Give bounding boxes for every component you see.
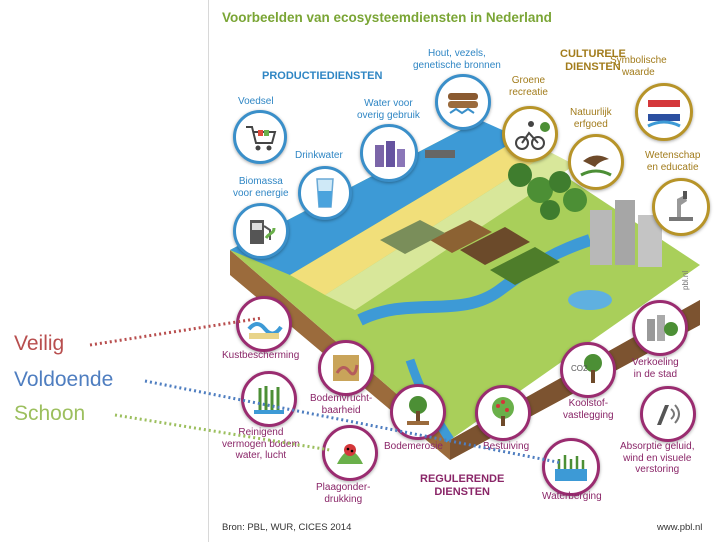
co2-text: CO2 [571,364,588,373]
label-water-gebruik: Water voor overig gebruik [357,98,420,121]
header-regulating: REGULERENDE DIENSTEN [420,473,505,498]
label-bestuiving: Bestuiving [483,441,530,452]
veilig-connector [89,316,263,347]
label-kust: Kustbescherming [222,350,300,361]
fuel-pump-icon [233,203,289,259]
sea-surface [230,120,520,275]
tree [540,200,560,220]
watermark: pbl.nl [681,271,690,290]
label-drinkwater: Drinkwater [295,150,343,161]
overlay-veilig: Veilig [14,332,65,355]
shopping-cart-icon [233,110,287,164]
header-production: PRODUCTIEDIENSTEN [262,70,383,82]
label-plaag: Plaagonder- drukking [316,482,371,505]
tree [508,163,532,187]
page-divider [208,0,209,542]
label-bodemvrucht: Bodemvrucht- baarheid [310,393,373,416]
cyclist-icon [502,106,558,162]
tree [549,171,571,193]
field-brown [460,227,530,265]
dutch-flag-icon [635,83,693,141]
field-green [490,247,560,285]
apple-tree-icon [475,385,531,441]
logs-icon [435,74,491,130]
label-waterberging: Waterberging [542,491,602,502]
schoon-connector [114,413,331,452]
pond [568,290,612,310]
ladybug-icon [322,425,378,481]
voldoende-connector [144,379,563,465]
earthworm-icon [318,340,374,396]
overlay-schoon: Schoon [14,402,86,425]
label-koolstof: Koolstof- vastlegging [563,398,614,421]
noise-barrier-icon [640,386,696,442]
footer-source: Bron: PBL, WUR, CICES 2014 [222,522,352,533]
label-erfgoed: Natuurlijk erfgoed [570,107,612,130]
label-wetenschap: Wetenschap en educatie [645,150,701,173]
industry-icon [360,124,418,182]
reeds-icon [241,371,297,427]
tree-roots-icon [390,384,446,440]
label-geluid: Absorptie geluid, wind en visuele versto… [620,441,695,475]
tree [563,188,587,212]
beach-strip [290,138,550,295]
label-symbolisch: Symbolische waarde [610,55,667,78]
label-voedsel: Voedsel [238,96,274,107]
label-biomassa: Biomassa voor energie [233,176,289,199]
label-hout: Hout, vezels, genetische bronnen [413,48,501,71]
microscope-icon [652,178,710,236]
header-cultural: CULTURELE DIENSTEN [560,48,626,73]
bird-icon [568,134,624,190]
label-recreatie: Groene recreatie [509,75,548,98]
water-glass-icon [298,166,352,220]
label-verkoeling: Verkoeling in de stad [632,357,679,380]
footer-site: www.pbl.nl [657,522,703,533]
river [357,234,592,326]
co2-tree-icon: CO2 [560,342,616,398]
label-erosie: Bodemerosie [384,441,443,452]
field-plough [430,220,492,253]
water-storage-icon [542,438,600,496]
tree [527,177,553,203]
city-building-2 [615,200,635,265]
city-tree-icon [632,300,688,356]
overlay-voldoende: Voldoende [14,368,114,391]
greenhouses [380,220,445,254]
diagram-title: Voorbeelden van ecosysteemdiensten in Ne… [222,10,552,25]
ship [425,150,455,158]
city-building-1 [590,210,612,265]
wave-dike-icon [236,296,292,352]
